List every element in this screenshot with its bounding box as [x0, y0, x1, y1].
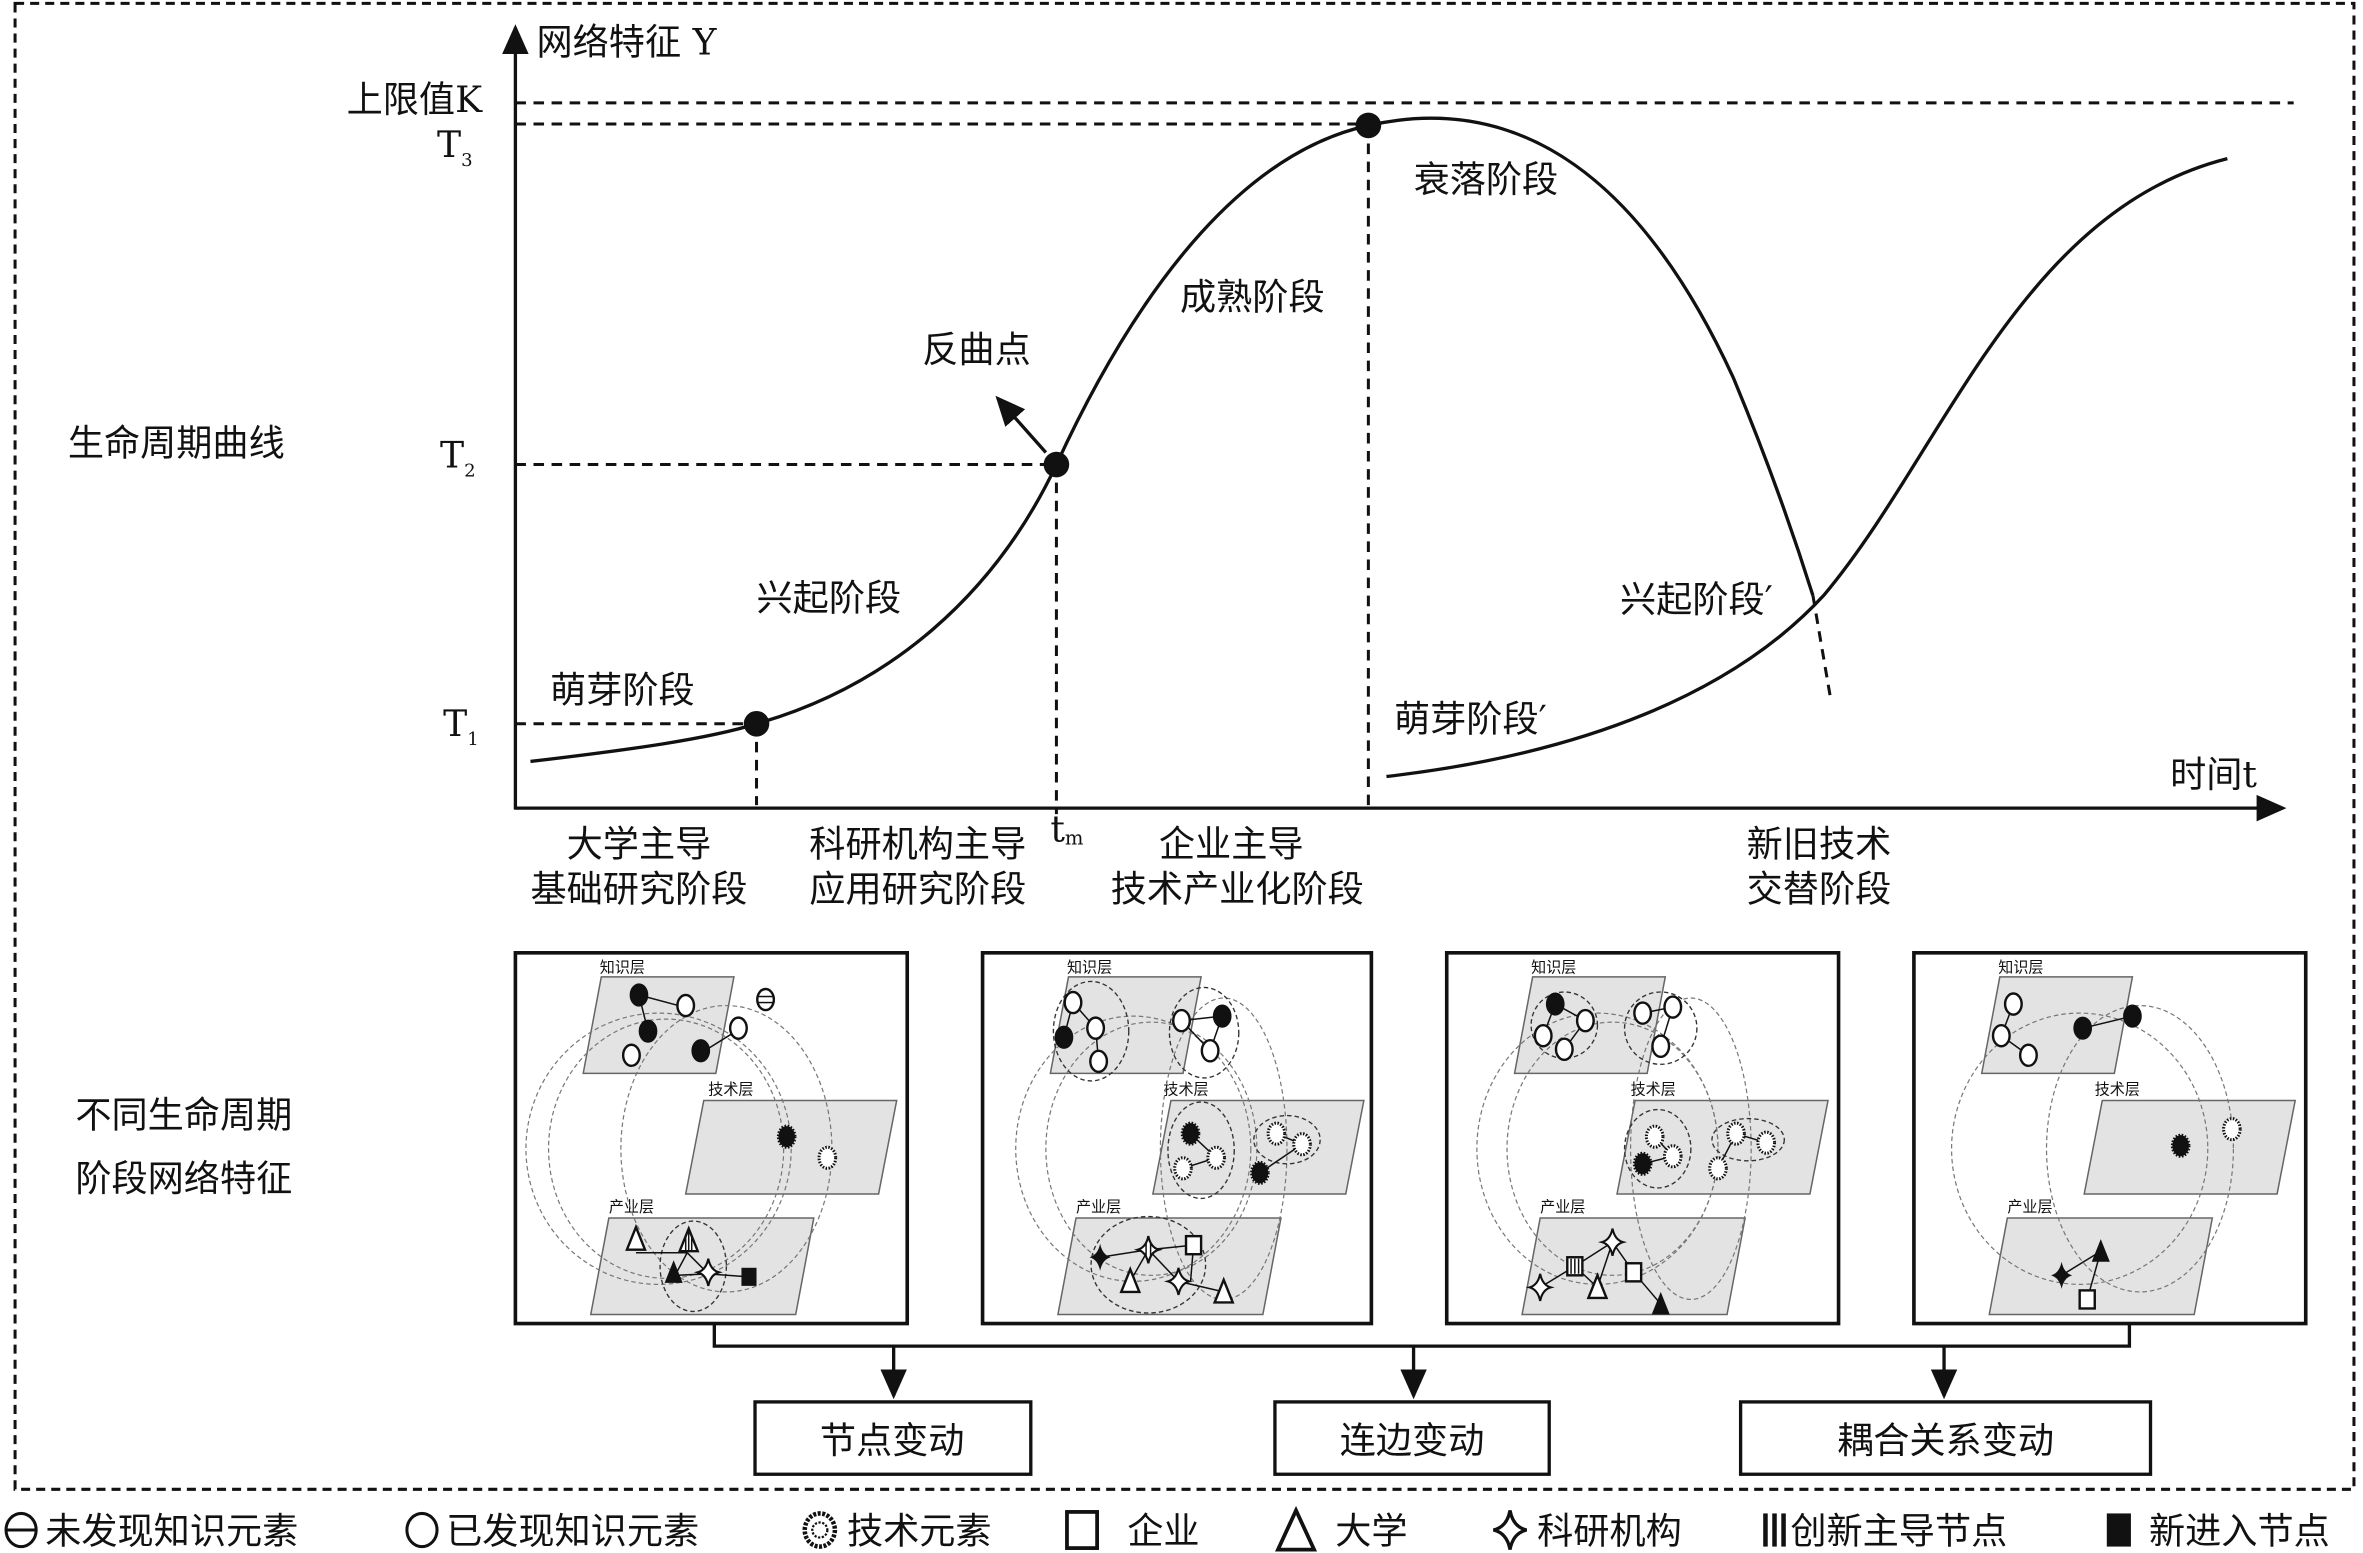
layer-label-industry: 产业层 — [1540, 1198, 1585, 1216]
legend: 未发现知识元素 已发现知识元素 技术元素 企业 大学 科研机构 创新主导节点 新… — [4, 1505, 2330, 1553]
layer-label-industry: 产业层 — [2007, 1198, 2052, 1216]
edge-change-box — [1273, 1400, 1551, 1476]
innovation-leader-icon — [1763, 1513, 1786, 1547]
upper-limit-label: 上限值K — [347, 78, 483, 121]
discovered-knowledge-icon — [405, 1511, 439, 1549]
layer-label-technology: 技术层 — [1163, 1080, 1208, 1098]
layer-label-knowledge: 知识层 — [1531, 958, 1576, 976]
phase-4-line2: 交替阶段 — [1747, 868, 1892, 911]
inflection-arrow — [995, 395, 1048, 454]
phase-3-line2: 技术产业化阶段 — [1111, 868, 1364, 911]
phase-3-line1: 企业主导 — [1159, 822, 1304, 865]
technology-element-icon — [802, 1511, 838, 1549]
label-rise-prime: 兴起阶段′ — [1620, 578, 1773, 621]
undiscovered-knowledge-icon — [4, 1511, 38, 1549]
phase-2-line2: 应用研究阶段 — [809, 868, 1026, 911]
layer-label-industry: 产业层 — [609, 1198, 654, 1216]
inflection-point — [1043, 451, 1070, 478]
t2-label: T2 — [440, 434, 476, 482]
t3-point — [1355, 112, 1382, 139]
node-change-label: 节点变动 — [820, 1419, 965, 1462]
t1-label: T1 — [443, 702, 479, 750]
edge-change-label: 连边变动 — [1340, 1419, 1485, 1462]
label-inflection: 反曲点 — [922, 328, 1030, 371]
layer-label-technology: 技术层 — [708, 1080, 753, 1098]
legend-technology-element: 技术元素 — [847, 1510, 992, 1553]
network-panel-1: 知识层 技术层 产业层 — [513, 951, 910, 1326]
y-axis-label: 网络特征 Y — [536, 21, 717, 64]
label-mature: 成熟阶段 — [1180, 275, 1325, 318]
legend-research-institute: 科研机构 — [1537, 1510, 1682, 1553]
row-label-network-2: 阶段网络特征 — [75, 1157, 292, 1200]
decline-extension — [1811, 595, 1833, 702]
legend-new-entrant: 新进入节点 — [2149, 1510, 2330, 1553]
university-icon — [1275, 1505, 1318, 1552]
label-sprout-prime: 萌芽阶段′ — [1394, 697, 1547, 740]
legend-innovation-leader: 创新主导节点 — [1790, 1510, 2007, 1553]
coupling-change-box — [1738, 1400, 2153, 1476]
phase-1-line1: 大学主导 — [567, 822, 712, 865]
x-axis-label: 时间t — [2170, 753, 2257, 796]
label-decline: 衰落阶段 — [1414, 158, 1559, 201]
outer-frame — [13, 1, 2356, 1491]
phase-4-line1: 新旧技术 — [1747, 822, 1892, 865]
layer-label-knowledge: 知识层 — [1067, 958, 1112, 976]
lifecycle-curve — [530, 116, 1815, 764]
row-label-lifecycle: 生命周期曲线 — [68, 422, 285, 465]
network-panel-4: 知识层 技术层 产业层 — [1912, 951, 2308, 1326]
row-label-network-1: 不同生命周期 — [75, 1094, 292, 1137]
new-entrant-icon — [2106, 1513, 2131, 1547]
legend-discovered-knowledge: 已发现知识元素 — [446, 1510, 699, 1553]
new-lifecycle-curve — [1386, 157, 2228, 779]
label-sprout: 萌芽阶段 — [550, 669, 695, 712]
layer-label-knowledge: 知识层 — [600, 958, 645, 976]
layer-label-knowledge: 知识层 — [1998, 958, 2043, 976]
network-panel-2: 知识层 技术层 产业层 — [980, 951, 1374, 1326]
t3-label: T3 — [437, 123, 473, 171]
phase-2-line1: 科研机构主导 — [809, 822, 1026, 865]
node-change-box — [753, 1400, 1033, 1476]
tm-label: tm — [1050, 807, 1084, 850]
research-institute-icon — [1493, 1510, 1528, 1550]
layer-label-technology: 技术层 — [2095, 1080, 2140, 1098]
legend-undiscovered-knowledge: 未发现知识元素 — [45, 1510, 298, 1553]
phase-labels: 大学主导 基础研究阶段 科研机构主导 应用研究阶段 企业主导 技术产业化阶段 新… — [531, 822, 1892, 910]
phase-1-line2: 基础研究阶段 — [531, 868, 748, 911]
t1-point — [743, 710, 770, 737]
enterprise-icon — [1065, 1510, 1099, 1550]
legend-enterprise: 企业 — [1127, 1510, 1199, 1553]
layer-label-industry: 产业层 — [1076, 1198, 1121, 1216]
legend-university: 大学 — [1335, 1510, 1407, 1553]
label-rise: 兴起阶段 — [757, 577, 902, 620]
connector-lines — [712, 1323, 2132, 1400]
layer-label-technology: 技术层 — [1631, 1080, 1676, 1098]
coupling-change-label: 耦合关系变动 — [1837, 1419, 2054, 1462]
network-panel-3: 知识层 技术层 产业层 — [1444, 951, 1841, 1326]
